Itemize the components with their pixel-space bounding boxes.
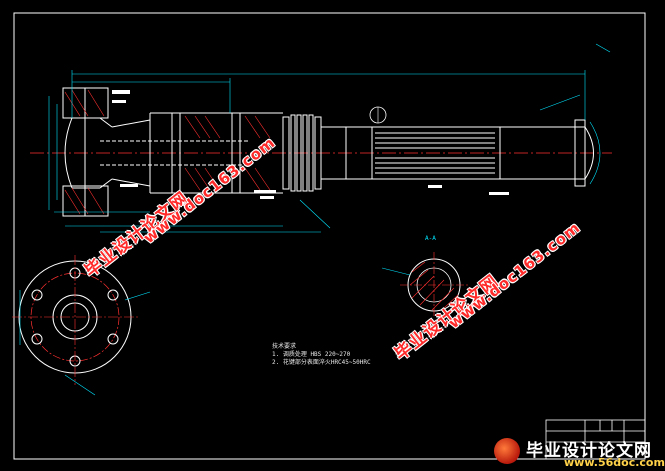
section-label: A-A xyxy=(425,235,436,242)
notes-heading: 技术要求 xyxy=(272,343,297,350)
section-view-a-a: A-A xyxy=(381,235,468,318)
footer-title: 毕业设计论文网 xyxy=(526,441,652,461)
brand-globe-icon xyxy=(494,438,520,464)
title-block xyxy=(545,419,646,460)
drawing-frame xyxy=(13,12,646,460)
technical-notes: 技术要求 1. 调质处理 HBS 220~270 2. 花键部分表面淬火HRC4… xyxy=(272,343,371,367)
footer-url: www.56doc.com xyxy=(564,456,665,469)
flange-end-view xyxy=(12,255,151,396)
bolt-hole xyxy=(31,289,43,301)
notes-line-1: 1. 调质处理 HBS 220~270 xyxy=(272,351,351,358)
footer-brand: 毕业设计论文网 www.56doc.com xyxy=(494,436,665,471)
bolt-hole xyxy=(31,333,43,345)
bolt-hole xyxy=(107,289,119,301)
notes-line-2: 2. 花键部分表面淬火HRC45~50HRC xyxy=(272,359,371,366)
shaft-main-view xyxy=(30,43,612,233)
bolt-hole xyxy=(107,333,119,345)
